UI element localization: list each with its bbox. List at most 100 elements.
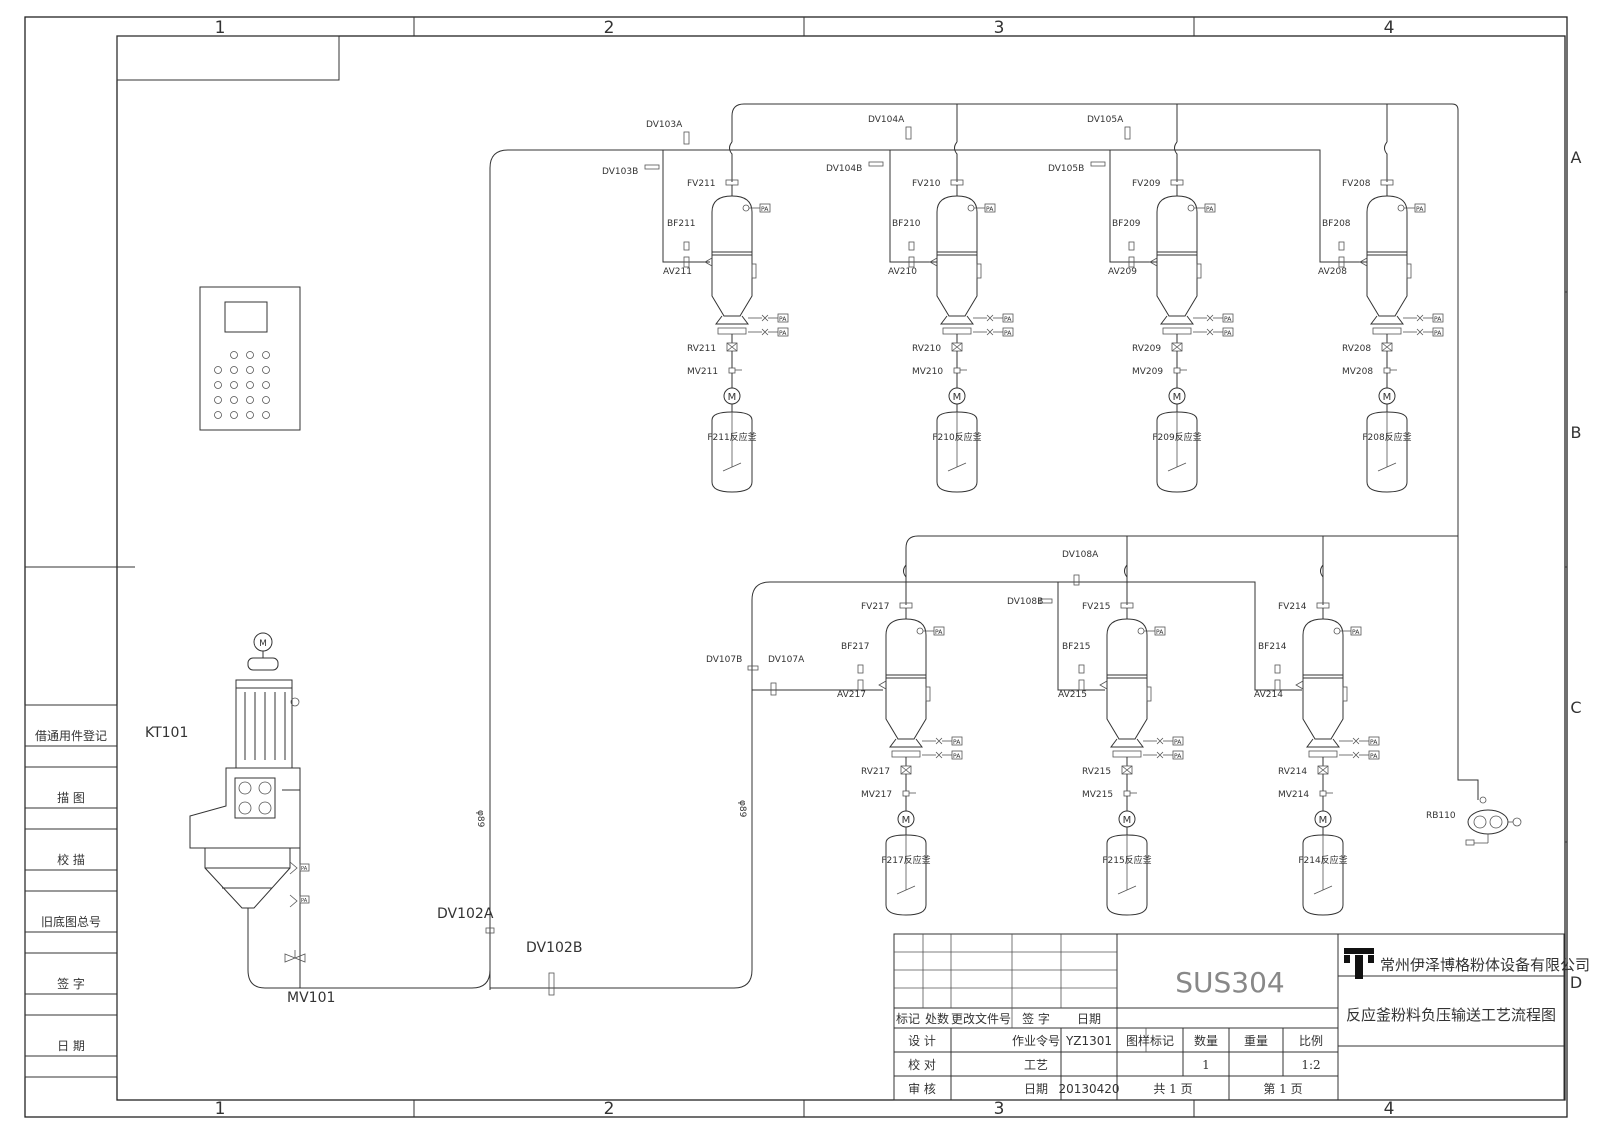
pa-valve — [986, 328, 994, 336]
valve-label: DV105A — [1087, 115, 1124, 125]
discharge — [1160, 315, 1194, 325]
av-valve — [683, 256, 690, 268]
tank-label: F208反应釜 — [1362, 431, 1411, 443]
valve-label: DV103A — [646, 120, 683, 130]
reactor-tank — [1106, 834, 1148, 916]
pa-tag: PA — [779, 330, 787, 337]
valve-label: RV217 — [861, 767, 890, 777]
panel-buttons — [214, 351, 270, 419]
side-table-cell: 校 描 — [57, 852, 85, 867]
column-label: 4 — [1384, 18, 1395, 38]
sight-glass — [1342, 686, 1348, 702]
pipe — [903, 564, 907, 605]
panel-button — [230, 381, 238, 389]
design-label: 设 计 — [908, 1034, 936, 1048]
pa-valve — [1137, 627, 1145, 635]
quantity-value: 1 — [1202, 1058, 1210, 1072]
piping — [247, 103, 1479, 990]
sight-glass — [751, 263, 757, 279]
agitator-blade — [1313, 885, 1333, 895]
drawing-frame — [24, 16, 1568, 1118]
pa-valve — [1333, 627, 1341, 635]
receiver-body — [885, 618, 927, 740]
valve-label: MV214 — [1278, 790, 1309, 800]
motor-symbol: M — [1383, 392, 1392, 403]
column-label: 2 — [604, 18, 615, 38]
pa-valve — [761, 328, 769, 336]
pa-valve — [1352, 737, 1360, 745]
side-table-cell: 描 图 — [57, 791, 85, 805]
rotary-valve-mark — [726, 342, 738, 352]
valve-label: DV104A — [868, 115, 905, 125]
pa-tag: PA — [953, 739, 961, 746]
rotary-valve-mark — [1171, 342, 1183, 352]
valve-label: MV217 — [861, 790, 892, 800]
inlet — [878, 680, 887, 690]
mv-valve — [1173, 367, 1181, 374]
filter-label: BF211 — [667, 219, 696, 229]
pa-box — [951, 736, 963, 746]
pa-tag: PA — [779, 316, 787, 323]
pa-box — [1154, 626, 1166, 636]
pipe — [1384, 141, 1388, 182]
agitator-blade — [947, 462, 967, 472]
valve-label: FV217 — [861, 602, 890, 612]
rotary-valve-mark — [1121, 765, 1133, 775]
motor-symbol: M — [1123, 815, 1132, 826]
control-panel — [199, 286, 301, 431]
pa-box — [1350, 626, 1362, 636]
pa-valve — [1206, 328, 1214, 336]
side-table-cell: 旧底图总号 — [41, 914, 101, 929]
pa-box — [984, 203, 996, 213]
valve-label: DV102A — [437, 906, 494, 922]
discharge-valve — [942, 327, 972, 335]
pa-box — [1222, 313, 1234, 323]
dv-valve — [683, 131, 690, 145]
process-label: 工艺 — [1024, 1058, 1048, 1072]
av-valve — [857, 679, 864, 691]
quantity-label: 数量 — [1194, 1033, 1218, 1048]
row-label: C — [1570, 698, 1581, 717]
discharge-valve — [1162, 327, 1192, 335]
valve-label: FV215 — [1082, 602, 1111, 612]
pipe — [729, 141, 733, 182]
sight-glass — [1406, 263, 1412, 279]
discharge — [940, 315, 974, 325]
filter-label: BF208 — [1322, 219, 1351, 229]
valve-label: DV108A — [1062, 550, 1099, 560]
material-label: SUS304 — [1175, 966, 1284, 999]
valve-label: AV208 — [1318, 267, 1347, 277]
valve-label: MV101 — [287, 990, 335, 1006]
rb110-pump: RB110 — [1426, 796, 1522, 846]
panel-button — [230, 411, 238, 419]
valve-label: RV210 — [912, 344, 941, 354]
agitator-blade — [722, 462, 742, 472]
discharge — [715, 315, 749, 325]
pa-valve — [1156, 751, 1164, 759]
valve-label: MV211 — [687, 367, 718, 377]
agitator-blade — [1167, 462, 1187, 472]
date-label: 日期 — [1024, 1082, 1048, 1096]
reactor-tank — [1366, 411, 1408, 493]
motor-symbol: M — [902, 815, 911, 826]
tank-label: F211反应釜 — [707, 431, 756, 443]
inlet — [704, 257, 713, 267]
panel-button — [214, 411, 222, 419]
job-no: YZ1301 — [1065, 1034, 1112, 1048]
panel-button — [262, 396, 270, 404]
date-value: 20130420 — [1058, 1082, 1119, 1096]
panel-button — [262, 366, 270, 374]
discharge-valve — [1372, 327, 1402, 335]
valve-label: MV215 — [1082, 790, 1113, 800]
pa-box — [1368, 736, 1380, 746]
mv-valve — [1123, 790, 1131, 797]
filter-label: BF210 — [892, 219, 921, 229]
side-table-cell: 日 期 — [57, 1039, 85, 1053]
valve-label: MV209 — [1132, 367, 1163, 377]
av-actuator — [1078, 664, 1085, 674]
pa-box — [1172, 750, 1184, 760]
